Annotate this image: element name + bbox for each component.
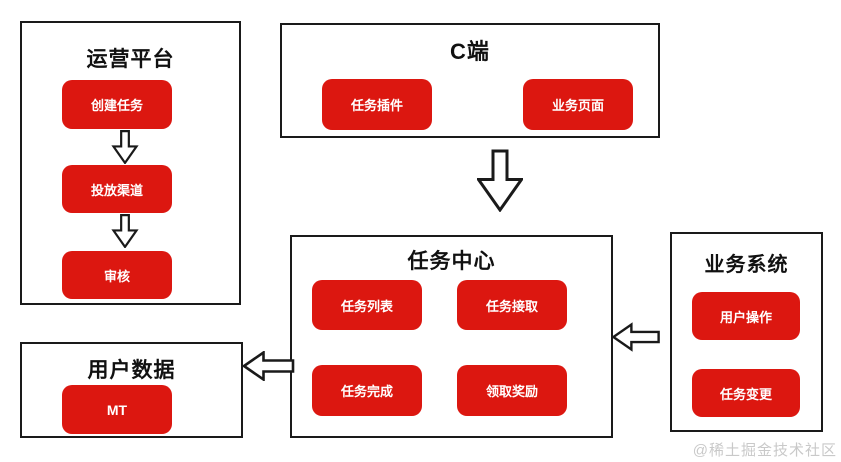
node-review: 审核 bbox=[62, 251, 172, 299]
group-title-task-center: 任务中心 bbox=[407, 250, 496, 273]
group-title-user-data: 用户数据 bbox=[87, 359, 176, 382]
group-c-end: C端 任务插件 业务页面 bbox=[280, 23, 660, 138]
node-create-task: 创建任务 bbox=[62, 80, 172, 129]
node-delivery-channel: 投放渠道 bbox=[62, 165, 172, 213]
group-title-operations-platform: 运营平台 bbox=[86, 48, 175, 71]
arrow-left-icon bbox=[612, 322, 660, 352]
node-claim-reward: 领取奖励 bbox=[457, 365, 567, 416]
group-business-system: 业务系统 用户操作 任务变更 bbox=[670, 232, 823, 432]
arrow-down-icon bbox=[111, 130, 139, 164]
node-task-change: 任务变更 bbox=[692, 369, 800, 417]
group-user-data: 用户数据 MT bbox=[20, 342, 243, 438]
group-title-business-system: 业务系统 bbox=[704, 254, 789, 276]
node-task-list: 任务列表 bbox=[312, 280, 422, 330]
node-task-plugin: 任务插件 bbox=[322, 79, 432, 130]
node-business-page: 业务页面 bbox=[523, 79, 633, 130]
group-operations-platform: 运营平台 创建任务 投放渠道 审核 bbox=[20, 21, 241, 305]
group-task-center: 任务中心 任务列表 任务接取 任务完成 领取奖励 bbox=[290, 235, 613, 438]
node-user-operation: 用户操作 bbox=[692, 292, 800, 340]
node-task-complete: 任务完成 bbox=[312, 365, 422, 416]
arrow-down-icon bbox=[477, 149, 523, 212]
node-mt: MT bbox=[62, 385, 172, 434]
arrow-down-icon bbox=[111, 214, 139, 248]
group-title-c-end: C端 bbox=[450, 39, 490, 64]
arrow-left-icon bbox=[242, 351, 295, 381]
watermark-text: @稀土掘金技术社区 bbox=[692, 442, 837, 459]
node-task-accept: 任务接取 bbox=[457, 280, 567, 330]
